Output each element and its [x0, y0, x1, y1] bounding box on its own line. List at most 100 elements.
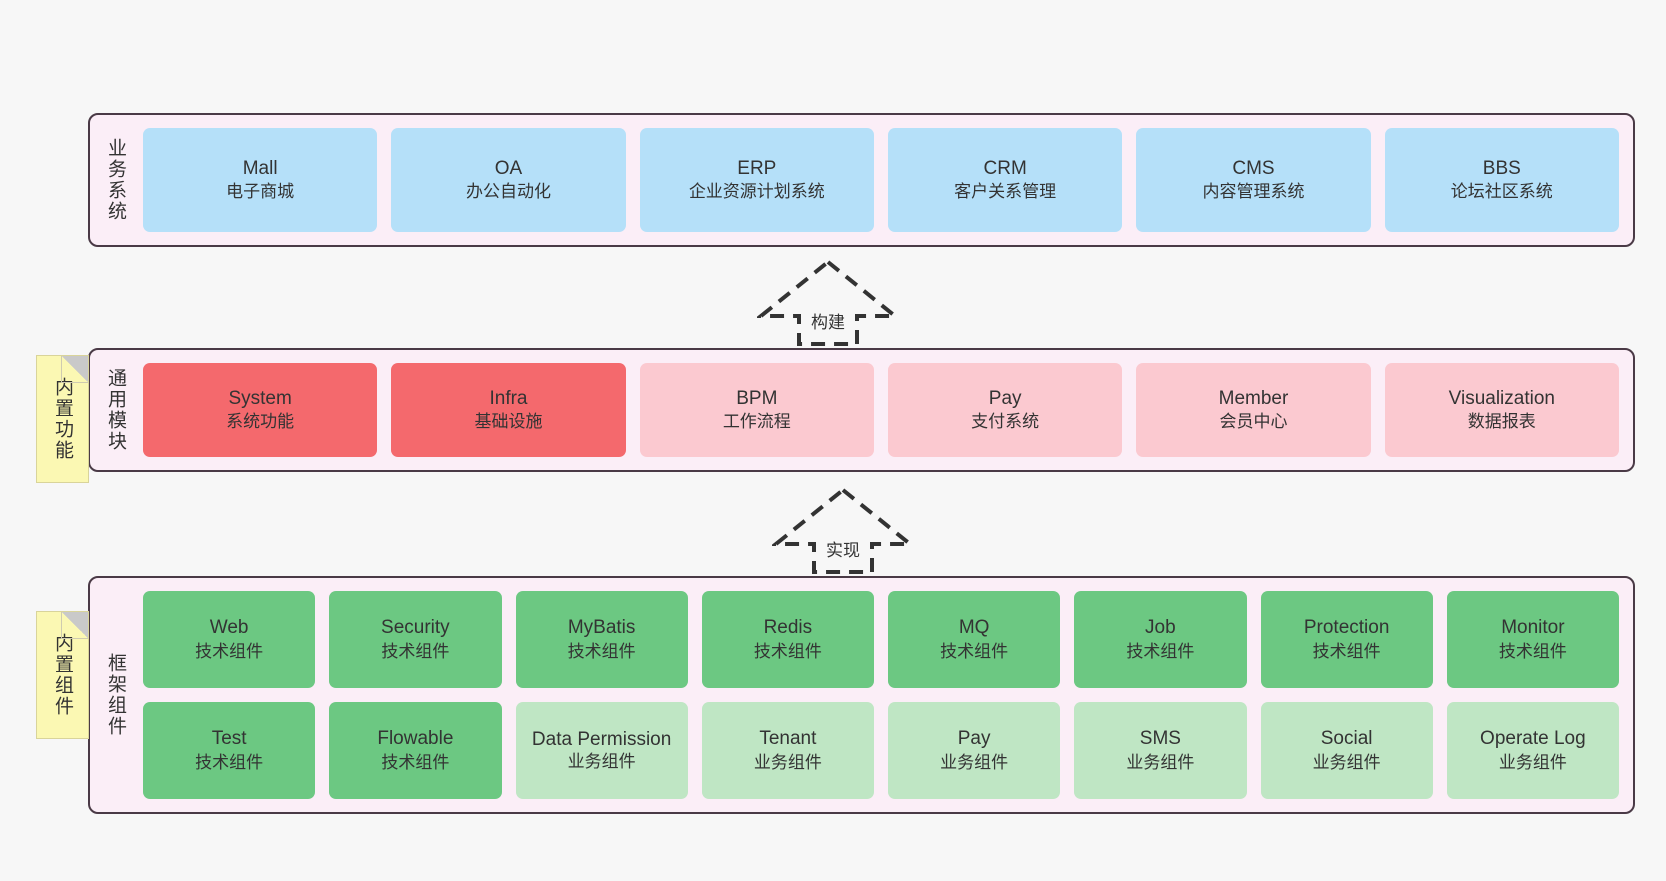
- node-data-permission[interactable]: Data Permission 业务组件: [515, 702, 688, 799]
- layer-body-business-system: Mall 电子商城 OA 办公自动化 ERP 企业资源计划系统 CRM 客户关系…: [139, 115, 1633, 245]
- layer-title-common-modules: 通用模块: [105, 368, 126, 452]
- node-title-en: Test: [211, 728, 247, 750]
- node-title-cn: 技术组件: [567, 641, 636, 661]
- node-job[interactable]: Job 技术组件: [1074, 591, 1247, 688]
- node-title-en: CRM: [983, 157, 1027, 179]
- node-title-cn: 内容管理系统: [1202, 182, 1305, 202]
- node-title-cn: 技术组件: [195, 641, 264, 661]
- node-title-cn: 业务组件: [940, 752, 1009, 772]
- layer-business-system: 业务系统 Mall 电子商城 OA 办公自动化 ERP 企业资源计划系统 CRM…: [88, 113, 1635, 247]
- node-title-en: Flowable: [377, 728, 454, 750]
- note-text: 内置组件: [52, 633, 73, 717]
- node-monitor[interactable]: Monitor 技术组件: [1446, 591, 1619, 688]
- node-protection[interactable]: Protection 技术组件: [1260, 591, 1433, 688]
- arrow-label-build: 构建: [811, 313, 845, 332]
- node-social[interactable]: Social 业务组件: [1260, 702, 1433, 799]
- node-title-en: Pay: [957, 728, 991, 750]
- layer-common-modules: 通用模块 System 系统功能 Infra 基础设施 BPM 工作流程 Pay…: [88, 348, 1635, 472]
- arrow-implement: 实现: [772, 486, 914, 574]
- node-crm[interactable]: CRM 客户关系管理: [887, 128, 1123, 232]
- node-title-en: MQ: [958, 617, 990, 639]
- node-title-cn: 业务组件: [1312, 752, 1381, 772]
- note-builtin-features: 内置功能: [36, 355, 89, 483]
- node-title-en: Data Permission: [531, 729, 672, 751]
- node-title-cn: 技术组件: [940, 641, 1009, 661]
- node-title-en: Security: [381, 617, 450, 639]
- node-title-cn: 业务组件: [1498, 752, 1567, 772]
- node-oa[interactable]: OA 办公自动化: [391, 128, 626, 232]
- note-builtin-components: 内置组件: [36, 611, 89, 739]
- node-title-en: ERP: [737, 157, 777, 179]
- node-visualization[interactable]: Visualization 数据报表: [1384, 363, 1619, 457]
- node-title-cn: 电子商城: [226, 182, 295, 202]
- node-erp[interactable]: ERP 企业资源计划系统: [639, 128, 874, 232]
- node-bbs[interactable]: BBS 论坛社区系统: [1384, 128, 1619, 232]
- node-title-en: OA: [494, 157, 523, 179]
- node-sms[interactable]: SMS 业务组件: [1074, 702, 1247, 799]
- node-title-cn: 技术组件: [381, 752, 450, 772]
- node-title-cn: 技术组件: [1312, 641, 1381, 661]
- node-title-en: Monitor: [1501, 617, 1565, 639]
- node-pay-business[interactable]: Pay 业务组件: [888, 702, 1061, 799]
- node-test[interactable]: Test 技术组件: [143, 702, 316, 799]
- node-title-en: Redis: [763, 617, 813, 639]
- layer-title-framework-components: 框架组件: [105, 653, 126, 737]
- node-title-cn: 支付系统: [971, 412, 1040, 432]
- node-infra[interactable]: Infra 基础设施: [391, 363, 626, 457]
- node-title-en: Protection: [1303, 617, 1390, 639]
- node-title-en: Member: [1218, 387, 1289, 409]
- node-tenant[interactable]: Tenant 业务组件: [701, 702, 874, 799]
- node-pay[interactable]: Pay 支付系统: [887, 363, 1123, 457]
- arrow-build: 构建: [757, 258, 899, 346]
- node-title-cn: 办公自动化: [465, 182, 551, 202]
- node-operate-log[interactable]: Operate Log 业务组件: [1446, 702, 1619, 799]
- node-title-cn: 系统功能: [226, 412, 295, 432]
- node-title-en: Pay: [988, 387, 1022, 409]
- node-title-en: BPM: [736, 387, 778, 409]
- node-title-en: Mall: [242, 157, 278, 179]
- layer-body-common-modules: System 系统功能 Infra 基础设施 BPM 工作流程 Pay 支付系统…: [139, 350, 1633, 470]
- node-title-en: Visualization: [1448, 387, 1555, 409]
- node-title-en: SMS: [1139, 728, 1181, 750]
- node-title-en: MyBatis: [567, 617, 636, 639]
- node-title-cn: 论坛社区系统: [1450, 182, 1553, 202]
- node-title-en: Operate Log: [1480, 728, 1586, 750]
- node-title-cn: 业务组件: [753, 752, 822, 772]
- node-redis[interactable]: Redis 技术组件: [701, 591, 874, 688]
- node-title-cn: 数据报表: [1467, 412, 1536, 432]
- node-title-en: Social: [1320, 728, 1373, 750]
- node-mybatis[interactable]: MyBatis 技术组件: [515, 591, 688, 688]
- node-member[interactable]: Member 会员中心: [1136, 363, 1371, 457]
- node-web[interactable]: Web 技术组件: [143, 591, 316, 688]
- layer-body-framework-components: Web 技术组件 Security 技术组件 MyBatis 技术组件 Redi…: [139, 578, 1633, 812]
- node-title-en: Infra: [489, 387, 528, 409]
- node-system[interactable]: System 系统功能: [143, 363, 378, 457]
- node-title-en: Tenant: [759, 728, 817, 750]
- node-title-cn: 技术组件: [1498, 641, 1567, 661]
- node-title-cn: 工作流程: [722, 412, 791, 432]
- node-title-cn: 业务组件: [567, 752, 636, 772]
- node-title-cn: 基础设施: [474, 412, 543, 432]
- node-title-en: BBS: [1482, 157, 1521, 179]
- node-row: Web 技术组件 Security 技术组件 MyBatis 技术组件 Redi…: [143, 591, 1619, 688]
- layer-framework-components: 框架组件 Web 技术组件 Security 技术组件 MyBatis 技术组件…: [88, 576, 1635, 814]
- node-security[interactable]: Security 技术组件: [329, 591, 502, 688]
- arrow-label-implement: 实现: [826, 541, 860, 560]
- node-title-en: Job: [1145, 617, 1176, 639]
- node-title-en: Web: [209, 617, 249, 639]
- node-row: Mall 电子商城 OA 办公自动化 ERP 企业资源计划系统 CRM 客户关系…: [143, 128, 1619, 232]
- node-title-cn: 技术组件: [195, 752, 264, 772]
- node-row: System 系统功能 Infra 基础设施 BPM 工作流程 Pay 支付系统…: [143, 363, 1619, 457]
- node-title-cn: 业务组件: [1126, 752, 1195, 772]
- node-title-cn: 客户关系管理: [954, 182, 1057, 202]
- node-mall[interactable]: Mall 电子商城: [143, 128, 378, 232]
- node-cms[interactable]: CMS 内容管理系统: [1136, 128, 1371, 232]
- node-bpm[interactable]: BPM 工作流程: [639, 363, 874, 457]
- node-title-cn: 技术组件: [381, 641, 450, 661]
- node-flowable[interactable]: Flowable 技术组件: [329, 702, 502, 799]
- node-title-cn: 技术组件: [1126, 641, 1195, 661]
- node-title-cn: 技术组件: [753, 641, 822, 661]
- node-mq[interactable]: MQ 技术组件: [888, 591, 1061, 688]
- node-title-cn: 会员中心: [1219, 412, 1288, 432]
